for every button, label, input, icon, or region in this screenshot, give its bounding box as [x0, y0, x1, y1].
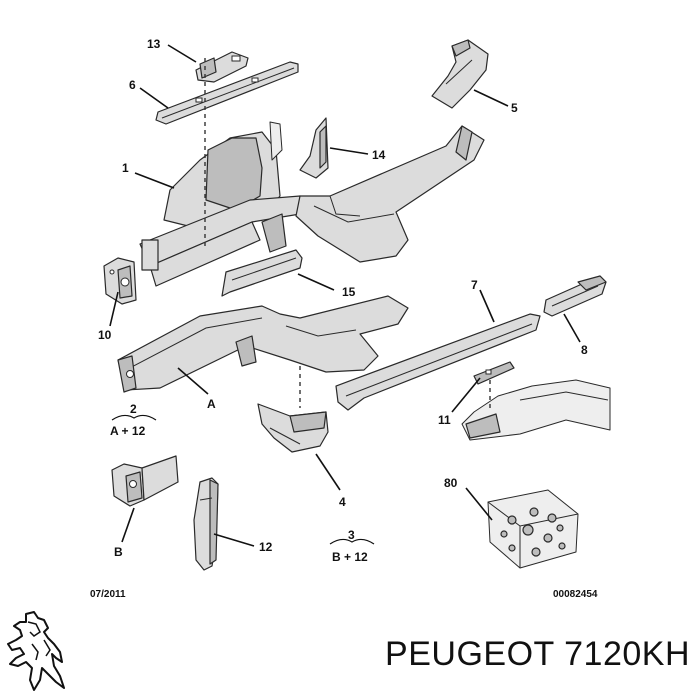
part-1: [139, 121, 485, 287]
leader-lines: [109, 44, 581, 547]
callout-3-sub: B + 12: [332, 550, 368, 564]
part-11: [461, 361, 611, 441]
callout-11: 11: [438, 413, 451, 427]
callout-10: 10: [98, 328, 112, 342]
part-5: [431, 39, 489, 109]
part-13: [195, 51, 249, 83]
part-7: [335, 313, 541, 411]
callout-5: 5: [511, 101, 518, 115]
part-10: [103, 257, 137, 305]
callout-80: 80: [444, 476, 458, 490]
part-12: [193, 477, 219, 571]
callout-2: 2: [130, 402, 137, 416]
callout-15: 15: [342, 285, 356, 299]
part-A: [117, 295, 409, 393]
callout-7: 7: [471, 278, 478, 292]
part-caption: PEUGEOT 7120KH: [385, 635, 690, 673]
part-80: [487, 489, 579, 569]
callout-4: 4: [339, 495, 346, 509]
callout-12: 12: [259, 540, 273, 554]
callout-B: B: [114, 545, 123, 559]
brace-3: [329, 538, 375, 545]
part-B: [111, 455, 179, 507]
part-14: [299, 117, 329, 179]
part-6: [155, 61, 299, 125]
part-15: [221, 249, 303, 297]
callout-A: A: [207, 397, 216, 411]
diagram-ref: 00082454: [553, 589, 598, 600]
callout-6: 6: [129, 78, 136, 92]
callout-13: 13: [147, 37, 161, 51]
callout-3: 3: [348, 528, 355, 542]
part-4: [257, 403, 329, 453]
callout-1: 1: [122, 161, 129, 175]
callout-2-sub: A + 12: [110, 424, 146, 438]
callout-8: 8: [581, 343, 588, 357]
peugeot-lion-icon: [7, 611, 65, 691]
brace-2: [111, 414, 157, 421]
diagram-date: 07/2011: [90, 589, 126, 600]
part-8: [543, 275, 607, 317]
callout-14: 14: [372, 148, 386, 162]
